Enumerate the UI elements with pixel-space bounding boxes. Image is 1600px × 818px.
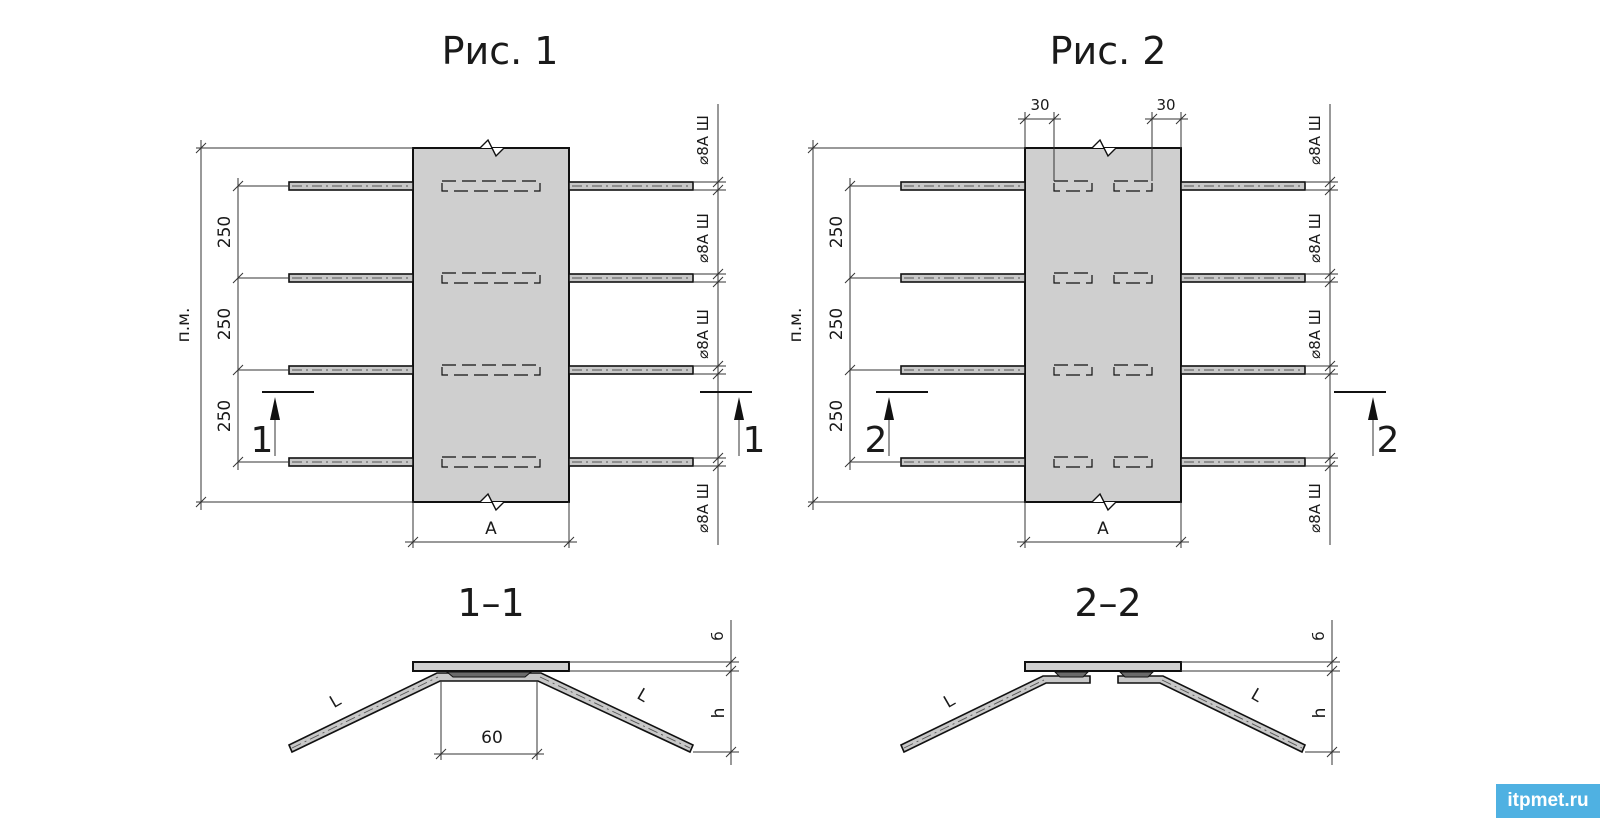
fig1-width-dimension: A	[405, 502, 577, 548]
fig1-break-bottom	[479, 492, 505, 512]
fig2-dim-250-a: 250	[827, 216, 847, 248]
fig1-rebar-label-2: ⌀8A Ш	[694, 213, 712, 263]
fig1-dim-a: A	[485, 519, 497, 539]
fig2-rebar-labels: ⌀8A Ш ⌀8A Ш ⌀8A Ш ⌀8A Ш	[1305, 104, 1338, 545]
section2-length-right: L	[1247, 685, 1266, 707]
fig1-cut-label-right: 1	[743, 420, 766, 461]
section1-length-right: L	[633, 685, 652, 707]
section-1-1-title: 1–1	[457, 581, 524, 625]
section1-dim-60: 60	[481, 728, 503, 748]
section1-plate	[412, 661, 570, 672]
fig2-dim-total: п.м.	[786, 308, 806, 343]
fig2-cut-label-right: 2	[1377, 420, 1400, 461]
fig2-rebar-label-3: ⌀8A Ш	[1306, 309, 1324, 359]
fig1-rebar-labels: ⌀8A Ш ⌀8A Ш ⌀8A Ш ⌀8A Ш	[693, 104, 726, 545]
section-1-1: 1–1 L L 60 б h	[287, 581, 739, 765]
fig2-break-top	[1091, 138, 1117, 158]
section2-length-left: L	[940, 690, 959, 712]
section2-weld-right	[1118, 671, 1155, 678]
fig2-left-dimensions: 250 250 250 п.м.	[786, 140, 1025, 510]
figure-2-title: Рис. 2	[1050, 29, 1167, 73]
fig1-cut-label-left: 1	[251, 420, 274, 461]
fig1-rebar-label-4: ⌀8A Ш	[694, 483, 712, 533]
fig2-dim-250-b: 250	[827, 308, 847, 340]
section-2-2: 2–2 L L б h	[899, 581, 1340, 765]
fig2-plate	[1024, 147, 1182, 503]
fig1-hidden-welds	[441, 180, 541, 468]
fig2-dim-30-right: 30	[1156, 96, 1175, 114]
fig1-plate	[412, 147, 570, 503]
fig2-rebar-label-1: ⌀8A Ш	[1306, 115, 1324, 165]
fig1-dim-250-b: 250	[215, 308, 235, 340]
section2-bent-rod-left	[899, 675, 1091, 754]
figure-1-title: Рис. 1	[442, 29, 559, 73]
fig1-dim-250-c: 250	[215, 400, 235, 432]
figure-1: Рис. 1	[174, 29, 765, 548]
fig1-rebar-label-3: ⌀8A Ш	[694, 309, 712, 359]
section2-dim-b: б	[1310, 631, 1328, 640]
section1-weld	[445, 671, 533, 678]
fig1-dim-250-a: 250	[215, 216, 235, 248]
fig2-cut-label-left: 2	[865, 420, 888, 461]
section-2-2-title: 2–2	[1074, 581, 1141, 625]
fig1-break-top	[479, 138, 505, 158]
section1-dim-b: б	[709, 631, 727, 640]
section2-plate	[1024, 661, 1182, 672]
fig1-dim-total: п.м.	[174, 308, 194, 343]
watermark-badge[interactable]: itpmet.ru	[1496, 784, 1600, 818]
section1-dim-h: h	[709, 708, 729, 719]
fig1-rebar-label-1: ⌀8A Ш	[694, 115, 712, 165]
section2-bent-rod-right	[1117, 675, 1307, 754]
fig2-offset-dimensions: 30 30	[1018, 96, 1188, 181]
fig2-section-cut: 2 2	[865, 391, 1400, 461]
fig2-dim-30-left: 30	[1030, 96, 1049, 114]
fig2-rebar-label-4: ⌀8A Ш	[1306, 483, 1324, 533]
fig2-rebar-label-2: ⌀8A Ш	[1306, 213, 1324, 263]
fig1-left-dimensions: 250 250 250 п.м.	[174, 140, 413, 510]
fig2-width-dimension: A	[1017, 502, 1189, 548]
section2-weld-left	[1053, 671, 1090, 678]
fig1-section-cut: 1 1	[251, 391, 766, 461]
figure-2: Рис. 2	[786, 29, 1399, 548]
section1-length-left: L	[326, 690, 345, 712]
fig2-dim-250-c: 250	[827, 400, 847, 432]
fig2-hidden-welds	[1053, 180, 1153, 468]
section2-dim-h: h	[1310, 708, 1330, 719]
fig2-dim-a: A	[1097, 519, 1109, 539]
fig2-break-bottom	[1091, 492, 1117, 512]
